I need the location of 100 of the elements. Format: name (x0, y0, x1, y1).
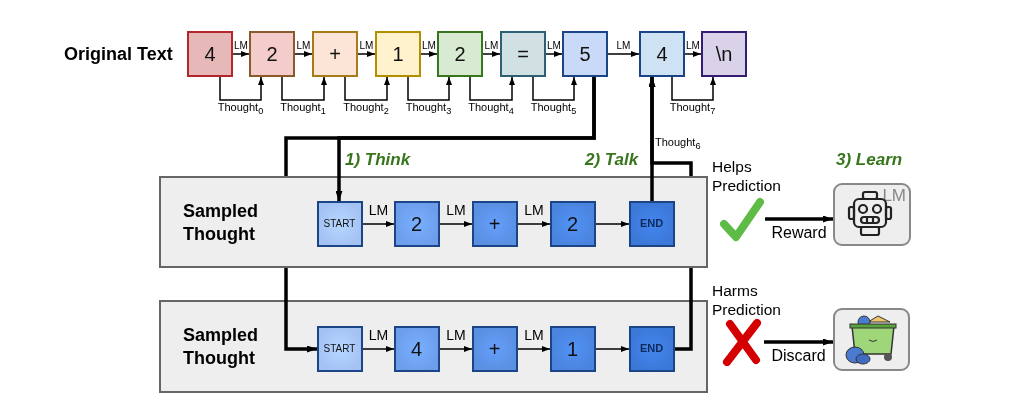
note-text: Harms Prediction (712, 282, 782, 320)
thought-token-box (471, 325, 518, 372)
arrow (335, 77, 596, 201)
model-label: LM (882, 186, 906, 206)
arrow (294, 51, 313, 57)
arrow (469, 76, 515, 101)
token-text: 5 (579, 44, 591, 64)
edge-label: Thought$_{5}$ (530, 101, 577, 117)
thought-panel (159, 176, 708, 268)
token-text: END (639, 343, 664, 354)
edge-label: Thought$_{7}$ (669, 101, 716, 117)
arrow (532, 76, 577, 101)
token-text: + (488, 213, 501, 234)
arrow (362, 221, 395, 227)
arrow (362, 346, 395, 352)
token-text: 2 (566, 213, 579, 234)
edge-label: Thought$_{1}$ (280, 101, 326, 117)
edge-label: LM (484, 40, 499, 52)
arrow (595, 346, 630, 352)
arrow (648, 77, 656, 201)
arrow (407, 76, 452, 101)
token-box (312, 31, 358, 77)
arrow (607, 51, 640, 57)
thought-token-box (316, 325, 363, 372)
token-text: 1 (392, 44, 404, 64)
arrow (439, 221, 473, 227)
token-text: END (639, 218, 664, 229)
cross-mark-icon (720, 318, 764, 366)
token-box (562, 31, 608, 77)
edge-label: LM (234, 40, 248, 52)
token-box (375, 31, 421, 77)
arrow (219, 76, 264, 101)
thought-token-box (471, 200, 518, 247)
arrow (517, 346, 551, 352)
panel-title: Sampled Thought (183, 324, 260, 371)
token-box (500, 31, 546, 77)
note-text: Helps Prediction (712, 158, 782, 196)
edge-label: Thought$_{4}$ (468, 101, 514, 117)
token-box (639, 31, 685, 77)
arrow (281, 76, 327, 101)
edge-label: LM (524, 202, 544, 219)
thought-token-box (549, 325, 596, 372)
step-label: 3) Learn (836, 150, 903, 170)
token-text: 2 (266, 44, 278, 64)
arrow (684, 51, 702, 57)
arrow (517, 221, 551, 227)
thought-token-box (316, 200, 363, 247)
arrow (764, 338, 833, 346)
thought-token-box (628, 200, 675, 247)
arrow (671, 76, 716, 101)
edge-label: Reward (771, 224, 827, 243)
edge-label: Thought$_{2}$ (343, 101, 389, 117)
model-card (833, 183, 911, 246)
arrow (420, 51, 438, 57)
edge-label: Discard (771, 347, 826, 366)
edge-label: LM (446, 327, 466, 344)
edge-label: LM (686, 40, 700, 52)
token-text: 2 (410, 213, 423, 234)
arrow (439, 346, 473, 352)
panel-title: Sampled Thought (183, 200, 260, 247)
token-text: + (329, 44, 341, 64)
edge-label: LM (359, 40, 374, 52)
token-text: 1 (566, 338, 579, 359)
arrow (765, 215, 833, 223)
token-box (701, 31, 747, 77)
token-text: 4 (410, 338, 423, 359)
arrow (545, 51, 563, 57)
edge-label: LM (547, 40, 561, 52)
edge-label: LM (368, 327, 389, 344)
token-text: + (488, 338, 501, 359)
arrow (595, 221, 630, 227)
result-box (833, 308, 910, 371)
arrow (232, 51, 250, 57)
thought-token-box (393, 200, 440, 247)
token-text: \n (715, 44, 733, 64)
arrow (482, 51, 501, 57)
token-box (249, 31, 295, 77)
token-text: = (517, 44, 529, 64)
thought-token-box (549, 200, 596, 247)
edge-label: LM (616, 40, 631, 52)
edge-label: LM (368, 202, 389, 219)
step-label: 2) Talk (585, 150, 639, 170)
heading-text: Original Text (64, 44, 173, 65)
step-label: 1) Think (345, 150, 411, 170)
token-text: 4 (656, 44, 668, 64)
thought-token-box (393, 325, 440, 372)
token-box (187, 31, 233, 77)
token-text: 2 (454, 44, 466, 64)
edge-label: LM (296, 40, 311, 52)
token-text: START (323, 343, 356, 354)
edge-label: Thought$_{6}$ (655, 136, 701, 152)
edge-label: LM (422, 40, 436, 52)
edge-label: Thought$_{3}$ (405, 101, 452, 117)
arrow (344, 76, 390, 101)
token-box (437, 31, 483, 77)
thought-token-box (628, 325, 675, 372)
arrow (357, 51, 376, 57)
token-text: START (323, 218, 356, 229)
edge-label: Thought$_{0}$ (217, 101, 264, 117)
edge-label: LM (446, 202, 466, 219)
